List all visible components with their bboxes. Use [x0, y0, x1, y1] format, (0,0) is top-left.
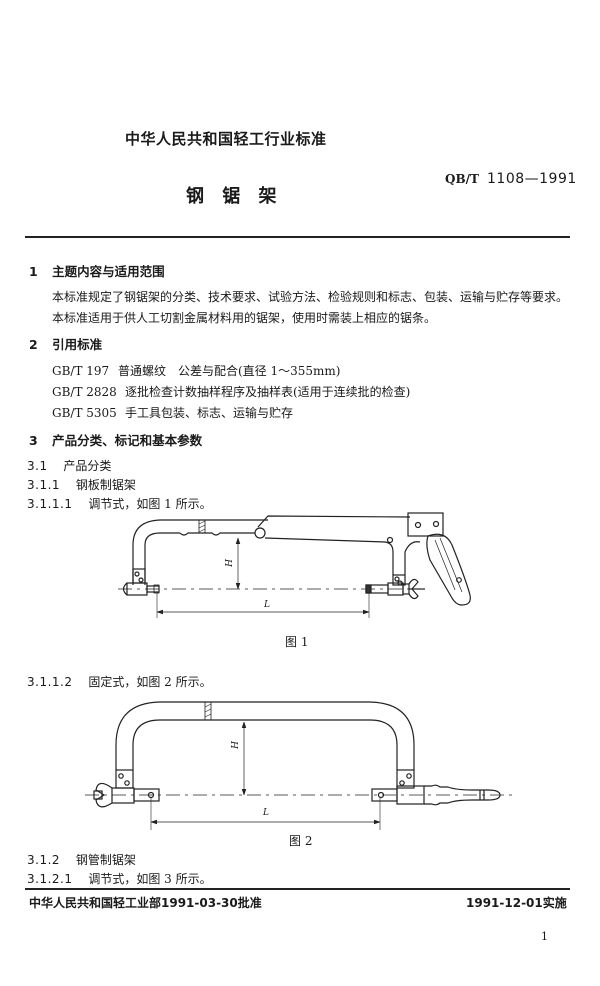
clause-text: 调节式，如图 1 所示。 [88, 497, 212, 511]
footer-divider [25, 888, 570, 890]
paragraph: 本标准适用于供人工切割金属材料用的锯架，使用时需装上相应的锯条。 [52, 311, 437, 325]
clause-number: 3.1.1 [27, 478, 61, 492]
figure-1-caption: 图 1 [285, 635, 309, 649]
clause-text: 钢管制锯架 [75, 853, 136, 867]
reference-title: 手工具包装、标志、运输与贮存 [125, 406, 294, 420]
section-title: 主题内容与适用范围 [52, 264, 165, 279]
clause-3-1-2-1: 3.1.2.1 调节式，如图 3 所示。 [27, 870, 212, 887]
reference-item: GB/T 197 普通螺纹 公差与配合(直径 1～355mm) [52, 362, 340, 379]
figure-2-hacksaw-drawing [85, 701, 515, 830]
clause-3-1-1-2: 3.1.1.2 固定式，如图 2 所示。 [27, 673, 212, 690]
section-title: 产品分类、标记和基本参数 [52, 433, 203, 448]
clause-3-1-1: 3.1.1 钢板制锯架 [27, 476, 136, 493]
reference-item: GB/T 2828 逐批检查计数抽样程序及抽样表(适用于连续批的检查) [52, 383, 410, 400]
clause-number: 3.1.2 [27, 853, 61, 867]
header-divider [25, 236, 570, 238]
standard-prefix: QB/T [445, 172, 479, 186]
clause-text: 调节式，如图 3 所示。 [88, 872, 212, 886]
dimension-label-l: L [263, 808, 269, 818]
clause-number: 3.1.1.1 [27, 497, 73, 511]
clause-3-1-2: 3.1.2 钢管制锯架 [27, 851, 136, 868]
section-number: 1 [29, 264, 38, 279]
effective-date: 1991-12-01实施 [466, 896, 567, 910]
section-3-heading: 3 产品分类、标记和基本参数 [29, 430, 202, 449]
clause-text: 产品分类 [63, 459, 112, 473]
approval-note: 中华人民共和国轻工业部1991-03-30批准 [29, 896, 262, 910]
section-title: 引用标准 [52, 337, 103, 352]
reference-code: GB/T 197 [52, 364, 110, 378]
clause-number: 3.1 [27, 459, 48, 473]
document-title: 钢 锯 架 [186, 186, 283, 207]
clause-number: 3.1.1.2 [27, 675, 73, 689]
reference-title: 普通螺纹 公差与配合(直径 1～355mm) [118, 364, 341, 378]
section-2-heading: 2 引用标准 [29, 334, 102, 353]
section-number: 3 [29, 433, 38, 448]
dimension-label-h: H [230, 741, 241, 749]
standard-number: 1108—1991 [487, 171, 577, 187]
standard-code: QB/T 1108—1991 [445, 168, 577, 187]
clause-3-1-1-1: 3.1.1.1 调节式，如图 1 所示。 [27, 495, 212, 512]
clause-number: 3.1.2.1 [27, 872, 73, 886]
paragraph: 本标准规定了钢锯架的分类、技术要求、试验方法、检验规则和标志、包装、运输与贮存等… [52, 290, 569, 304]
clause-text: 固定式，如图 2 所示。 [88, 675, 212, 689]
reference-title: 逐批检查计数抽样程序及抽样表(适用于连续批的检查) [125, 385, 411, 399]
figure-1-hacksaw-drawing [118, 512, 471, 618]
reference-code: GB/T 2828 [52, 385, 117, 399]
section-1-heading: 1 主题内容与适用范围 [29, 261, 165, 280]
clause-3-1: 3.1 产品分类 [27, 457, 111, 474]
clause-text: 钢板制锯架 [75, 478, 136, 492]
dimension-label-h: H [224, 559, 235, 567]
issuer-title: 中华人民共和国轻工行业标准 [125, 130, 327, 148]
dimension-label-l: L [264, 600, 270, 610]
section-number: 2 [29, 337, 38, 352]
page-number: 1 [541, 930, 548, 943]
figure-2-caption: 图 2 [289, 834, 313, 848]
reference-item: GB/T 5305 手工具包装、标志、运输与贮存 [52, 404, 293, 421]
reference-code: GB/T 5305 [52, 406, 117, 420]
